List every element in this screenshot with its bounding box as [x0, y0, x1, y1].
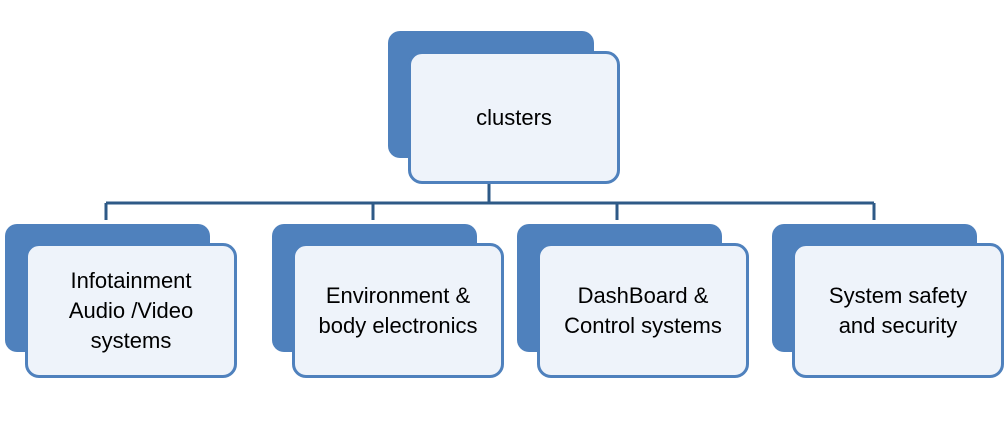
child-1-label-line-3: systems [90, 327, 172, 353]
child-3-label-line-2: Control systems [564, 312, 722, 338]
child-node-3-label: DashBoard & Control systems [564, 281, 722, 341]
child-4-label-line-1: System safety [828, 282, 968, 308]
child-node-4-label: System safety and security [829, 281, 967, 341]
child-node-environment: Environment & body electronics [292, 243, 504, 378]
child-3-label-line-1: DashBoard & [577, 282, 709, 308]
root-label-line-1: clusters [476, 104, 552, 130]
child-node-2-label: Environment & body electronics [319, 281, 478, 341]
child-2-label-line-2: body electronics [318, 312, 478, 338]
root-node: clusters [408, 51, 620, 184]
child-4-label-line-2: and security [838, 312, 958, 338]
child-node-1-label: Infotainment Audio /Video systems [69, 266, 193, 356]
child-node-safety: System safety and security [792, 243, 1004, 378]
child-2-label-line-1: Environment & [325, 282, 471, 308]
child-1-label-line-1: Infotainment [70, 267, 192, 293]
child-node-infotainment: Infotainment Audio /Video systems [25, 243, 237, 378]
child-node-dashboard: DashBoard & Control systems [537, 243, 749, 378]
root-node-label: clusters [476, 103, 552, 133]
child-1-label-line-2: Audio /Video [68, 297, 194, 323]
